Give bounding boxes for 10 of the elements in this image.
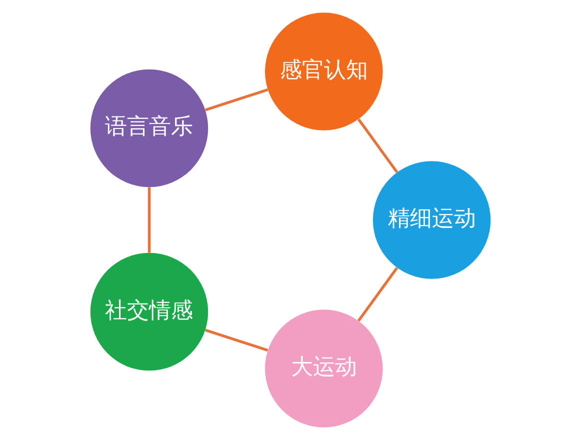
connector [357,267,398,322]
connector [148,187,151,253]
node-circle: 感官认知 [264,12,383,130]
connector [205,88,268,112]
node-circle: 社交情感 [90,252,208,371]
connector [357,118,398,174]
node-circle: 大运动 [264,310,383,428]
connector [204,328,268,352]
node-circle: 语言音乐 [90,69,208,188]
node-circle: 精细运动 [372,161,491,279]
